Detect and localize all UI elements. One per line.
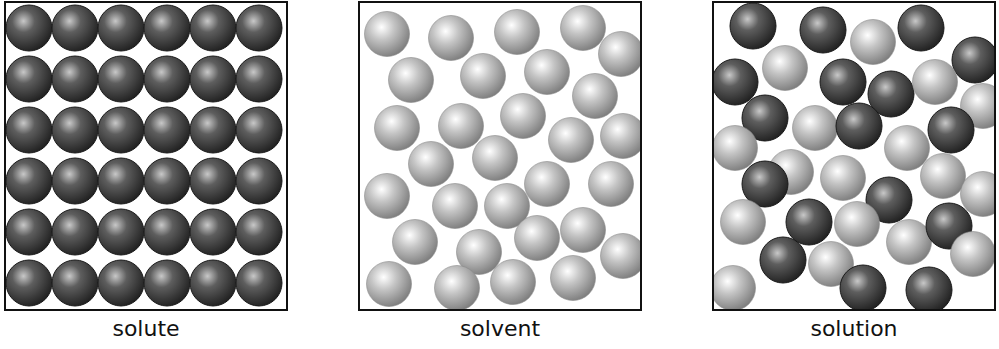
solution-panel <box>711 2 999 313</box>
solute-panel <box>5 2 287 310</box>
panel-caption: solvent <box>460 316 540 342</box>
solvent-panel <box>359 2 646 311</box>
panel-caption: solute <box>112 316 179 342</box>
panel-caption: solution <box>810 316 897 342</box>
